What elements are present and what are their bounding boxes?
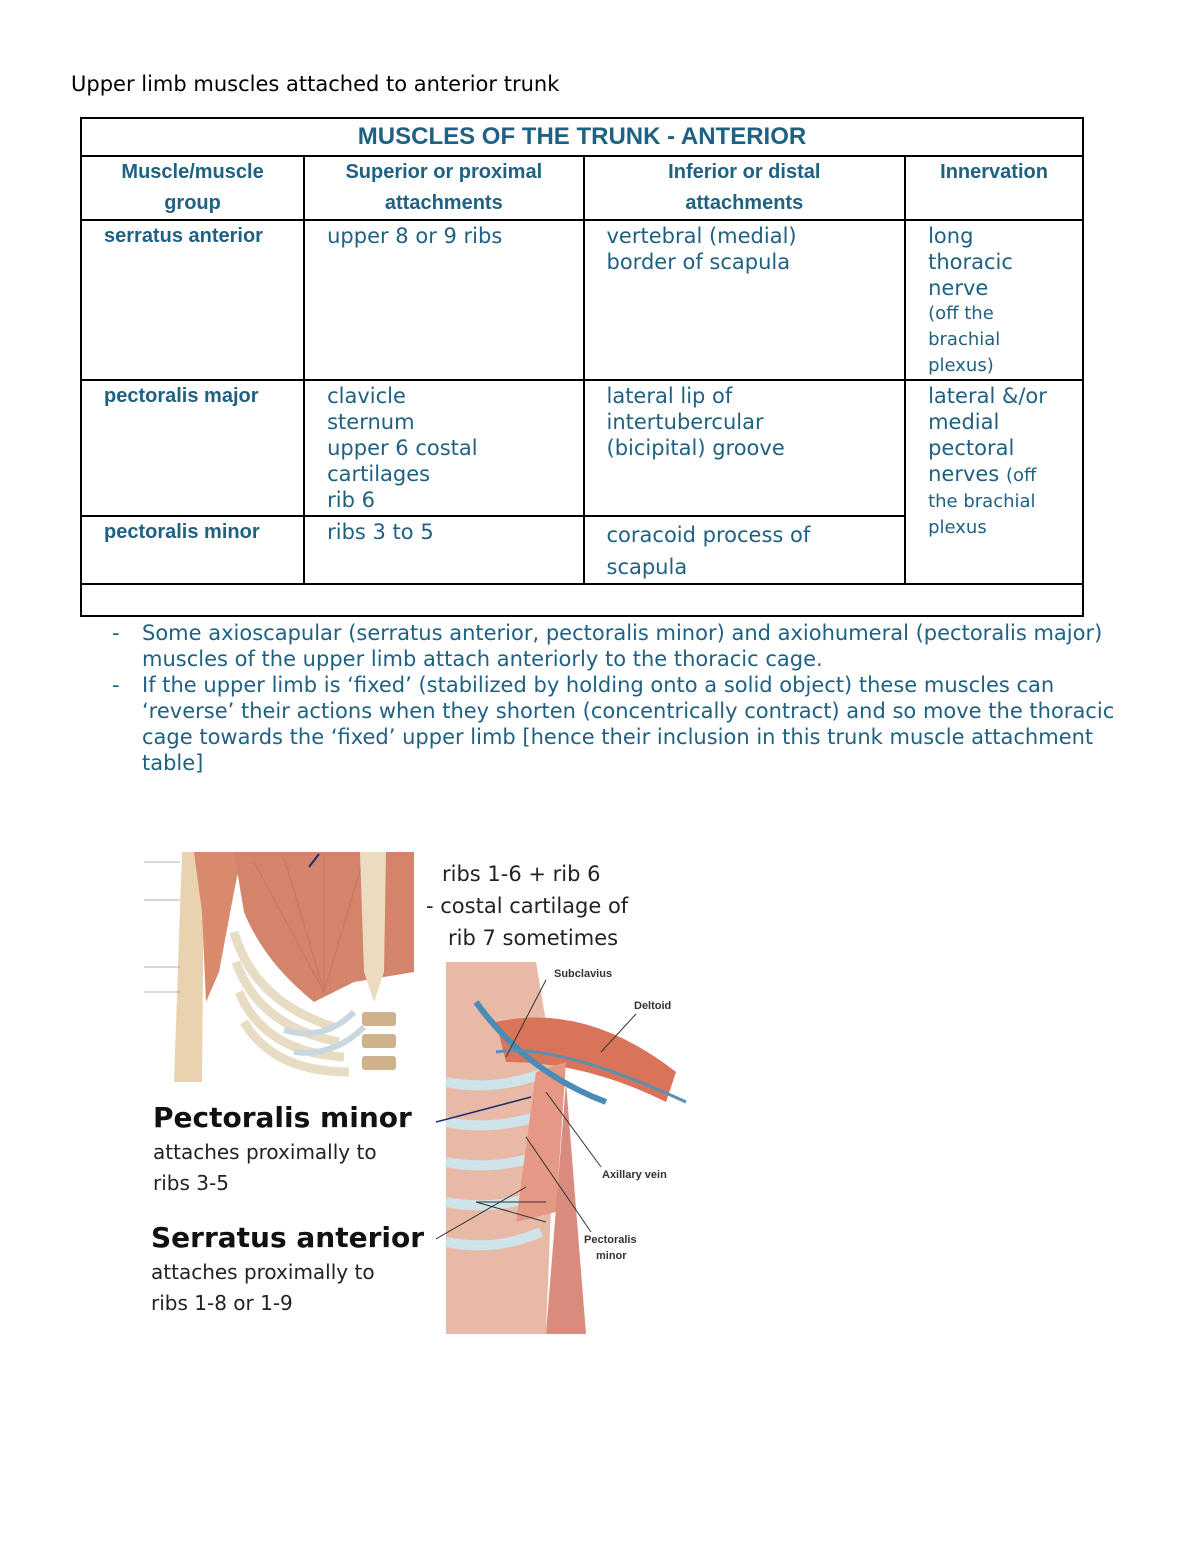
cell-line: intertubercular: [606, 410, 764, 434]
distal-attachment: vertebral (medial) border of scapula: [582, 219, 907, 381]
cell-line: vertebral (medial): [606, 224, 797, 248]
header-innervation: Innervation: [904, 155, 1084, 221]
distal-attachment: lateral lip of intertubercular (bicipita…: [582, 379, 907, 517]
cell-line: rib 6: [327, 488, 375, 512]
anatomy-illustration-icon: [124, 852, 414, 1087]
bullet-text: If the upper limb is ‘fixed’ (stabilized…: [142, 673, 1115, 775]
header-text: Superior or proximal: [345, 161, 543, 183]
table-row: pectoralis major clavicle sternum upper …: [79, 379, 1084, 585]
callout-line: ribs 1-8 or 1-9: [151, 1291, 293, 1315]
cell-note: the brachial: [928, 491, 1036, 512]
cell-line: lateral lip of: [606, 384, 733, 408]
callout-line: attaches proximally to: [151, 1260, 375, 1284]
cell-line: scapula: [606, 555, 688, 579]
header-text: attachments: [685, 192, 804, 214]
cell-note: brachial: [928, 329, 1001, 350]
cell-line: nerves: [928, 462, 1000, 486]
innervation: long thoracic nerve (off the brachial pl…: [904, 219, 1084, 381]
cell-line: thoracic: [928, 250, 1013, 274]
bullet-list: - Some axioscapular (serratus anterior, …: [104, 620, 1144, 776]
cell-line: clavicle: [327, 384, 406, 408]
distal-attachment: coracoid process of scapula: [582, 515, 907, 585]
cell-line: sternum: [327, 410, 415, 434]
muscle-name: pectoralis major: [79, 379, 306, 517]
cell-note: (off the: [928, 303, 994, 324]
bullet-marker: -: [112, 621, 120, 645]
pectoralis-major-illustration: [124, 852, 414, 1087]
muscle-name: pectoralis minor: [79, 515, 306, 585]
callout-heading: Pectoralis minor: [153, 1101, 412, 1134]
bullet-item: - Some axioscapular (serratus anterior, …: [104, 620, 1144, 672]
header-text: Innervation: [940, 161, 1048, 183]
table-empty-row: [80, 583, 1084, 617]
cell-line: border of scapula: [606, 250, 791, 274]
table-header-row: Muscle/muscle group Superior or proximal…: [79, 155, 1084, 221]
cell-line: pectoral: [928, 436, 1015, 460]
cell-line: nerve: [928, 276, 989, 300]
cell-line: ribs 3 to 5: [327, 520, 434, 544]
header-text: Inferior or distal: [668, 161, 821, 183]
figure-annotation-top: ribs 1-6 + rib 6 - costal cartilage of r…: [426, 858, 628, 954]
cell-note: plexus): [928, 355, 994, 376]
label-minor: minor: [596, 1250, 627, 1262]
bullet-marker: -: [112, 673, 120, 697]
label-axillary-vein: Axillary vein: [602, 1169, 667, 1181]
table-row: pectoralis minor ribs 3 to 5 coracoid pr…: [79, 515, 1083, 585]
header-proximal: Superior or proximal attachments: [303, 155, 585, 221]
bullet-item: - If the upper limb is ‘fixed’ (stabiliz…: [104, 672, 1144, 776]
table-caption: MUSCLES OF THE TRUNK - ANTERIOR: [80, 117, 1084, 157]
muscle-name: serratus anterior: [79, 219, 306, 381]
bullet-text: Some axioscapular (serratus anterior, pe…: [142, 621, 1103, 671]
muscles-table: MUSCLES OF THE TRUNK - ANTERIOR Muscle/m…: [79, 117, 1084, 617]
label-pectoralis: Pectoralis: [584, 1234, 637, 1246]
cell-note: (off: [1005, 465, 1037, 486]
header-distal: Inferior or distal attachments: [582, 155, 907, 221]
callout-line: ribs 3-5: [153, 1171, 229, 1195]
anatomy-illustration-icon: [436, 962, 694, 1334]
cell-line: long: [928, 224, 974, 248]
label-subclavius: Subclavius: [554, 968, 613, 980]
cell-line: coracoid process of: [606, 523, 811, 547]
proximal-attachment: clavicle sternum upper 6 costal cartilag…: [303, 379, 585, 517]
header-text: attachments: [384, 192, 503, 214]
label-deltoid: Deltoid: [634, 1000, 672, 1012]
document-title: Upper limb muscles attached to anterior …: [71, 72, 560, 96]
annotation-line: - costal cartilage of: [426, 894, 629, 918]
pec-minor-callout: Pectoralis minor attaches proximally to …: [153, 1100, 412, 1198]
cell-line: lateral &/or: [928, 384, 1047, 408]
callout-line: attaches proximally to: [153, 1140, 377, 1164]
cell-line: medial: [928, 410, 1000, 434]
annotation-line: rib 7 sometimes: [448, 926, 619, 950]
header-text: Muscle/muscle: [121, 161, 264, 183]
header-text: group: [164, 192, 221, 214]
cell-note: plexus: [928, 517, 987, 538]
cell-line: (bicipital) groove: [606, 436, 785, 460]
callout-heading: Serratus anterior: [151, 1221, 425, 1254]
table-row: serratus anterior upper 8 or 9 ribs vert…: [79, 219, 1084, 381]
annotation-line: ribs 1-6 + rib 6: [442, 862, 601, 886]
proximal-attachment: upper 8 or 9 ribs: [303, 219, 585, 381]
shoulder-illustration: Subclavius Deltoid Axillary vein Pectora…: [436, 962, 694, 1334]
proximal-attachment: ribs 3 to 5: [303, 515, 585, 585]
empty-cell: [80, 583, 1084, 617]
cell-line: upper 8 or 9 ribs: [327, 224, 503, 248]
header-muscle-group: Muscle/muscle group: [79, 155, 306, 221]
innervation: lateral &/or medial pectoral nerves (off…: [904, 379, 1084, 585]
cell-line: cartilages: [327, 462, 431, 486]
serratus-callout: Serratus anterior attaches proximally to…: [151, 1220, 424, 1318]
cell-line: upper 6 costal: [327, 436, 478, 460]
